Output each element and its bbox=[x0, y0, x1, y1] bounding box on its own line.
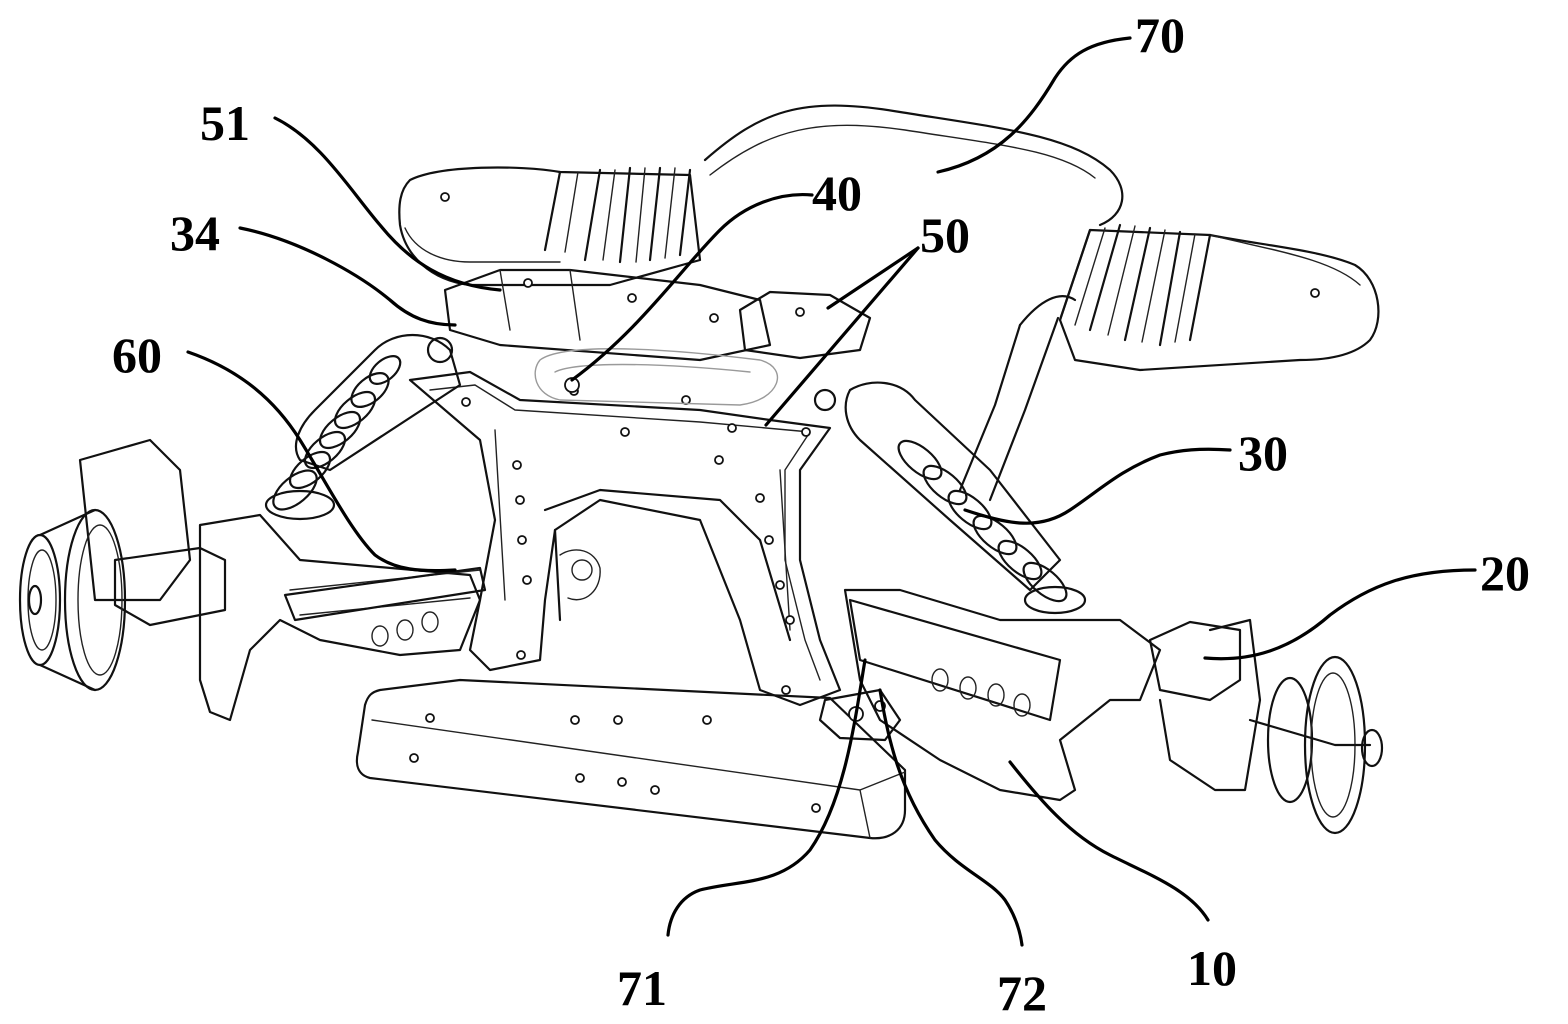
lower-base-plate bbox=[357, 680, 905, 838]
leader-51 bbox=[275, 118, 500, 290]
label-72: 72 bbox=[997, 965, 1047, 1021]
top-plates-50 bbox=[445, 270, 870, 360]
leader-34 bbox=[240, 228, 455, 325]
leader-50b bbox=[766, 248, 918, 425]
leader-72 bbox=[880, 690, 1022, 945]
upper-bracket-70 bbox=[399, 106, 1378, 500]
label-71: 71 bbox=[617, 960, 667, 1016]
leader-71 bbox=[668, 660, 865, 935]
leader-10 bbox=[1010, 762, 1208, 920]
label-10: 10 bbox=[1187, 940, 1237, 996]
label-20: 20 bbox=[1480, 545, 1530, 601]
left-arm-assembly bbox=[20, 440, 485, 720]
label-50: 50 bbox=[920, 207, 970, 263]
right-arm-assembly bbox=[845, 590, 1382, 833]
left-shock-absorber bbox=[266, 335, 460, 519]
label-40: 40 bbox=[812, 165, 862, 221]
label-60: 60 bbox=[112, 327, 162, 383]
label-30: 30 bbox=[1238, 425, 1288, 481]
central-frame bbox=[410, 349, 840, 705]
label-34: 34 bbox=[170, 205, 220, 261]
label-51: 51 bbox=[200, 95, 250, 151]
label-70: 70 bbox=[1135, 7, 1185, 63]
leader-20 bbox=[1205, 570, 1475, 659]
right-shock-absorber bbox=[815, 383, 1085, 613]
